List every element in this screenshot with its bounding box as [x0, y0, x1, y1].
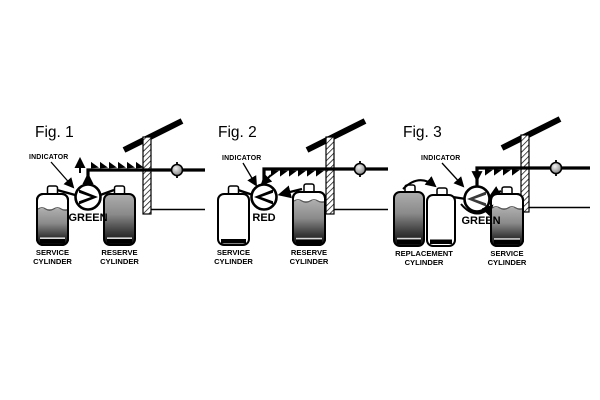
cylinder-base [107, 239, 132, 244]
service-cylinder [217, 185, 254, 246]
replacement-cylinder-empty [426, 187, 467, 247]
wall-hatched [520, 134, 530, 213]
reserve-cylinder [98, 185, 136, 246]
indicator-leader-arrow [242, 162, 257, 187]
roof-line [122, 118, 184, 153]
changeover-valve-icon [74, 172, 102, 211]
roof-line [500, 116, 562, 151]
indicator-state-text: GREEN [68, 212, 107, 224]
indicator-label: INDICATOR [421, 155, 460, 162]
service-cylinder-label-1: SERVICE [217, 248, 250, 257]
roof-line [305, 118, 367, 153]
reserve-cylinder [277, 183, 326, 246]
wall-hatched [325, 136, 335, 215]
replacement-cylinder-label-2: CYLINDER [405, 258, 444, 267]
flow-arrows [91, 161, 144, 169]
pipe [260, 167, 388, 186]
reserve-cylinder-label-1: RESERVE [101, 248, 137, 257]
figure-3-label: Fig. 3 [403, 124, 442, 141]
changeover-valve-icon [463, 185, 491, 213]
shutoff-valve-icon [170, 162, 184, 178]
cylinder-base [221, 239, 246, 244]
service-cylinder [36, 185, 78, 246]
rotation-arrow-icon [460, 203, 494, 217]
service-cylinder-label-2: CYLINDER [488, 258, 527, 267]
cylinder-base [397, 239, 421, 244]
house-structure [122, 118, 205, 215]
liquid-level-line [293, 199, 325, 203]
service-cylinder-label-1: SERVICE [490, 249, 523, 258]
hose [56, 188, 78, 197]
liquid-level-line [37, 207, 68, 211]
figure-2-label: Fig. 2 [218, 124, 257, 141]
indicator-label: INDICATOR [29, 154, 68, 161]
service-cylinder [487, 186, 524, 247]
indicator-state-text: GREEN [461, 215, 500, 227]
replacement-cylinder-label-1: REPLACEMENT [395, 249, 453, 258]
cylinder-base [296, 239, 322, 244]
indicator-state-text: RED [252, 212, 275, 224]
cylinder-base [40, 239, 65, 244]
figure-3: Fig. 3 INDICATOR [393, 116, 590, 267]
figure-1-label: Fig. 1 [35, 124, 74, 141]
house-structure [305, 118, 388, 215]
hose-flow-arrow [277, 185, 303, 199]
cylinder-base [494, 239, 520, 245]
reserve-cylinder-label-2: CYLINDER [290, 257, 329, 266]
service-cylinder-label-2: CYLINDER [214, 257, 253, 266]
swap-arrow-icon [402, 176, 437, 190]
cylinder-base [430, 239, 452, 244]
figure-2: Fig. 2 INDICATOR [214, 118, 388, 266]
reserve-cylinder-label-2: CYLINDER [100, 257, 139, 266]
shutoff-valve-icon [549, 160, 563, 176]
house-structure [500, 116, 590, 213]
service-cylinder-label-1: SERVICE [36, 248, 69, 257]
changeover-valve-icon [250, 183, 278, 211]
indicator-leader-arrow [441, 162, 465, 188]
indicator-leader-arrow [50, 161, 75, 189]
replacement-cylinder-full [393, 184, 425, 247]
pipe [471, 166, 590, 186]
wall-hatched [142, 136, 152, 215]
shutoff-valve-icon [353, 161, 367, 177]
flow-arrows [485, 169, 520, 176]
reserve-cylinder-label-1: RESERVE [291, 248, 327, 257]
indicator-label: INDICATOR [222, 155, 261, 162]
figure-1: Fig. 1 INDICATOR [29, 118, 205, 266]
liquid-level-line [491, 206, 523, 210]
flow-arrows [271, 170, 324, 177]
service-cylinder-label-2: CYLINDER [33, 257, 72, 266]
flow-corner-arrow [260, 173, 273, 186]
